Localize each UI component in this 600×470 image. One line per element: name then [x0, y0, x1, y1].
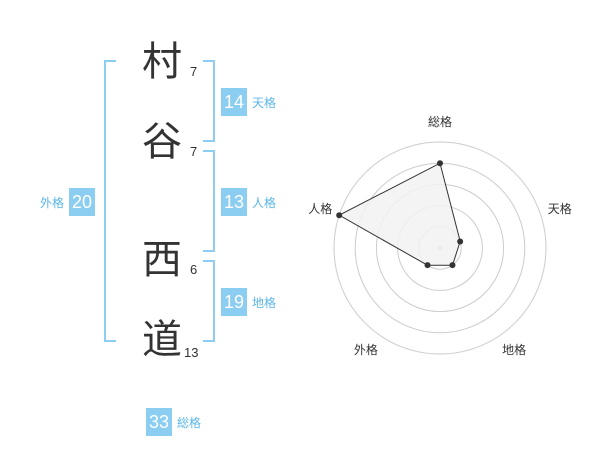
chikaku-value: 19: [221, 288, 247, 316]
radar-point-0: [437, 160, 443, 167]
radar-series-area: [338, 162, 461, 266]
chikaku-badge: 19 地格: [221, 288, 276, 316]
tenkaku-bracket: [203, 60, 215, 142]
tenkaku-value: 14: [221, 88, 247, 116]
name-char-3: 西: [142, 237, 182, 283]
soukaku-value: 33: [146, 408, 172, 436]
gaikaku-badge: 外格 20: [40, 188, 96, 216]
soukaku-label: 総格: [177, 415, 202, 430]
radar-points: [336, 160, 464, 269]
radar-point-1: [457, 238, 464, 245]
name-char-2: 谷: [142, 119, 182, 165]
radar-point-2: [449, 262, 456, 269]
chikaku-bracket: [203, 260, 215, 342]
radar-axis-label-3: 外格: [354, 342, 378, 357]
name-char-4: 道: [142, 317, 182, 363]
stroke-count-4: 13: [184, 345, 199, 360]
radar-axis-label-4: 人格: [308, 201, 332, 216]
name-char-1: 村: [142, 39, 182, 85]
radar-point-3: [424, 262, 431, 269]
jinkaku-value: 13: [221, 188, 247, 216]
soukaku-badge: 33 総格: [146, 408, 201, 436]
radar-point-4: [336, 212, 343, 219]
jinkaku-badge: 13 人格: [221, 188, 276, 216]
gaikaku-value: 20: [69, 188, 96, 216]
stroke-count-1: 7: [190, 64, 198, 79]
chikaku-label: 地格: [252, 295, 277, 310]
radar-grid-ring-5: [333, 141, 547, 355]
jinkaku-bracket: [203, 150, 215, 252]
tenkaku-label: 天格: [252, 95, 277, 110]
jinkaku-label: 人格: [252, 195, 277, 210]
radar-axis-label-2: 地格: [502, 342, 526, 357]
tenkaku-badge: 14 天格: [221, 88, 276, 116]
radar-axis-label-0: 総格: [428, 114, 452, 129]
stroke-count-3: 6: [190, 262, 198, 277]
gaikaku-bracket: [104, 60, 116, 342]
gaikaku-label: 外格: [40, 195, 65, 210]
stroke-count-2: 7: [190, 144, 198, 159]
radar-axis-label-1: 天格: [548, 201, 572, 216]
